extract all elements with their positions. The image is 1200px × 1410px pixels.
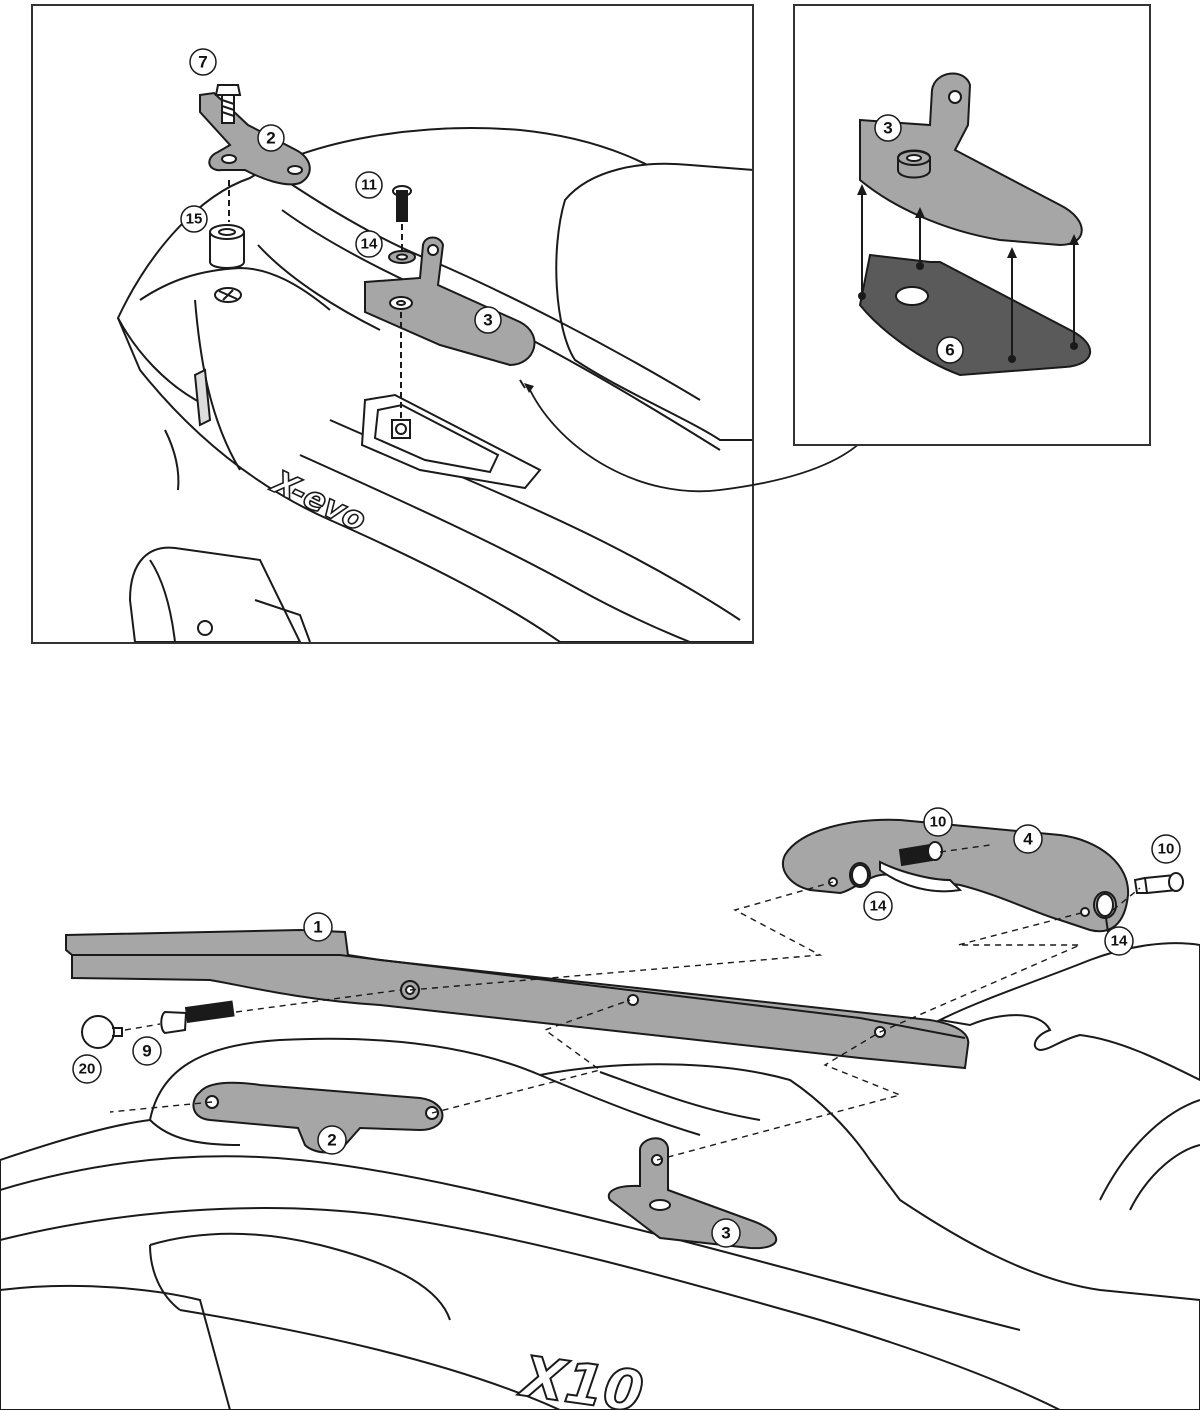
part-2-bracket-bottom	[192, 1081, 444, 1154]
svg-text:14: 14	[361, 236, 378, 253]
seat	[555, 162, 752, 441]
part-4-grab-handle	[782, 818, 1130, 933]
svg-text:2: 2	[327, 1131, 336, 1150]
label-10-right: 10	[1151, 834, 1181, 864]
part-15-spacer	[209, 224, 245, 269]
part-7-bolt	[214, 84, 242, 124]
callout-curve	[529, 389, 873, 493]
part-6-plate-detail	[858, 253, 1091, 377]
grab-recess	[360, 393, 542, 490]
top-right-panel: 3 6	[793, 4, 1151, 446]
part-3-plate-bottom	[607, 1137, 778, 1250]
top-left-panel: X-evo	[31, 4, 754, 644]
svg-text:1: 1	[313, 918, 322, 937]
svg-text:14: 14	[1111, 933, 1128, 950]
label-10-left: 10	[923, 807, 953, 837]
label-14-left: 14	[863, 891, 893, 921]
part-14-washer-left	[849, 862, 871, 888]
exhaust-pipe	[128, 546, 302, 642]
label-14-right: 14	[1104, 926, 1134, 956]
svg-text:3: 3	[721, 1224, 730, 1243]
part-3-plate-detail	[859, 72, 1083, 247]
svg-text:20: 20	[79, 1061, 96, 1078]
part-3-plate	[364, 236, 536, 367]
part-20-cap	[81, 1015, 115, 1049]
label-15: 15	[180, 205, 208, 233]
part-11-bolt	[392, 185, 412, 222]
svg-text:2: 2	[266, 129, 275, 148]
label-4: 4	[1013, 824, 1043, 854]
bottom-assembly: X10	[0, 807, 1200, 1410]
svg-text:7: 7	[198, 53, 207, 72]
label-6-detail: 6	[936, 336, 964, 364]
label-1: 1	[303, 912, 333, 942]
part-1-rack-bar	[65, 928, 970, 1070]
svg-text:10: 10	[1158, 841, 1175, 858]
svg-text:3: 3	[883, 119, 892, 138]
label-2-bottom: 2	[317, 1125, 347, 1155]
label-11: 11	[355, 171, 383, 199]
svg-text:3: 3	[483, 311, 492, 330]
svg-text:15: 15	[186, 211, 203, 228]
label-9: 9	[132, 1036, 162, 1066]
svg-text:14: 14	[870, 898, 887, 915]
part-10-bolt-right	[1133, 872, 1184, 895]
label-3-bottom: 3	[711, 1218, 741, 1248]
svg-text:4: 4	[1023, 830, 1033, 849]
part-14-washer-right	[1093, 891, 1117, 919]
label-7: 7	[189, 48, 217, 76]
label-3-detail: 3	[874, 114, 902, 142]
label-14: 14	[355, 230, 383, 258]
label-3: 3	[474, 306, 502, 334]
part-9-bolt	[160, 1000, 235, 1035]
part-10-bolt-left	[898, 841, 943, 867]
svg-text:9: 9	[142, 1042, 151, 1061]
label-2: 2	[257, 124, 285, 152]
svg-text:6: 6	[945, 341, 954, 360]
label-20: 20	[72, 1054, 102, 1084]
svg-text:10: 10	[930, 814, 947, 831]
svg-text:11: 11	[361, 177, 377, 194]
